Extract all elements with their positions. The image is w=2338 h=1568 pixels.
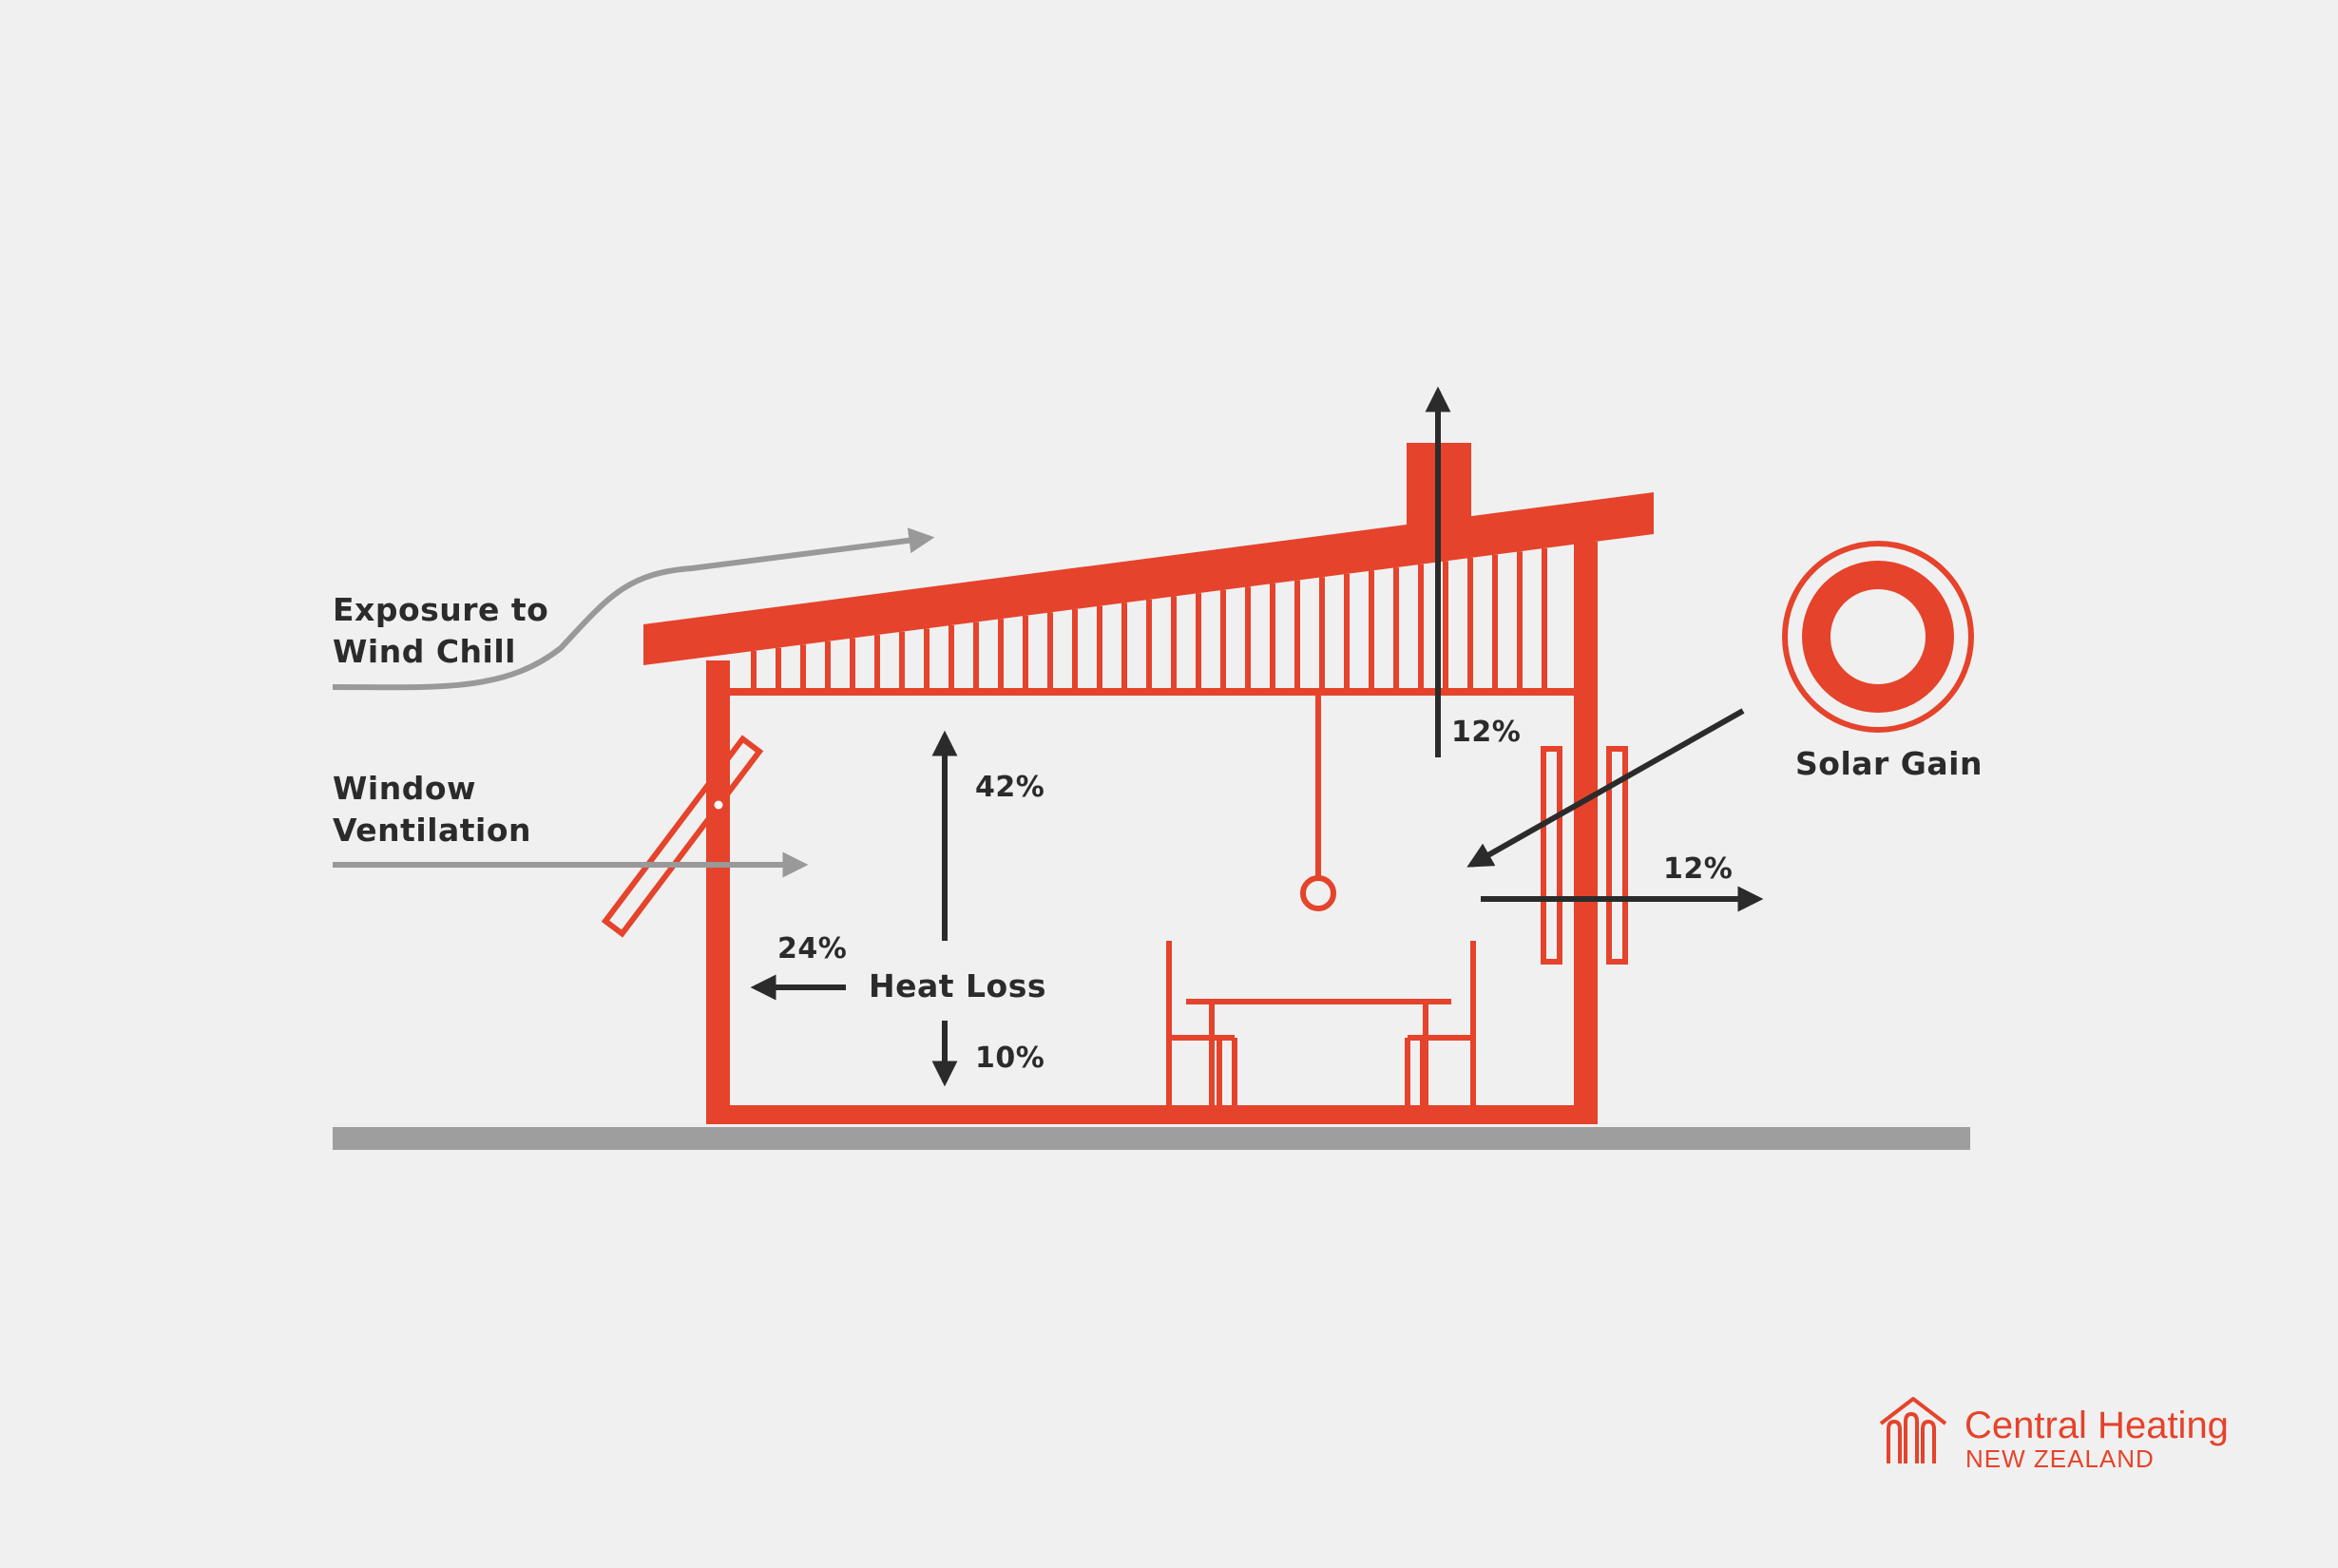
chair-right-icon — [1405, 941, 1476, 1107]
wall-loss-percent: 24% — [777, 932, 848, 966]
solar-gain-label: Solar Gain — [1795, 745, 1983, 782]
chair-left-icon — [1166, 941, 1237, 1107]
roof — [643, 492, 1654, 665]
sun-icon — [1782, 541, 1974, 733]
table-icon — [1186, 999, 1451, 1107]
logo-title: Central Heating — [1964, 1405, 2229, 1446]
window-pane-inner — [1541, 746, 1562, 965]
radiator-house-icon — [1879, 1397, 1947, 1463]
floor — [706, 1105, 1598, 1124]
window-loss-percent: 12% — [1663, 852, 1734, 886]
roof-rafters — [751, 547, 1547, 692]
window-hinge — [711, 797, 726, 813]
heat-loss-label: Heat Loss — [869, 967, 1047, 1004]
open-window — [601, 735, 764, 938]
lamp-icon — [1300, 875, 1336, 911]
solar-gain-arrow — [1466, 708, 1745, 868]
wind-chill-label-line2: Wind Chill — [333, 633, 516, 670]
logo-subtitle: NEW ZEALAND — [1965, 1444, 2155, 1473]
ground-line — [333, 1127, 1970, 1150]
floor-loss-percent: 10% — [975, 1042, 1045, 1075]
wind-chill-label-line1: Exposure to — [333, 591, 549, 628]
window-ventilation-label-line2: Ventilation — [333, 812, 532, 849]
right-wall — [1574, 542, 1598, 1124]
window-pane-outer — [1606, 746, 1628, 965]
roof-loss-percent: 42% — [975, 771, 1045, 804]
wind-chill-arrow — [332, 527, 935, 691]
window-ventilation-label-line1: Window — [333, 770, 476, 807]
left-wall — [706, 660, 730, 1124]
chimney-loss-percent: 12% — [1451, 716, 1522, 749]
